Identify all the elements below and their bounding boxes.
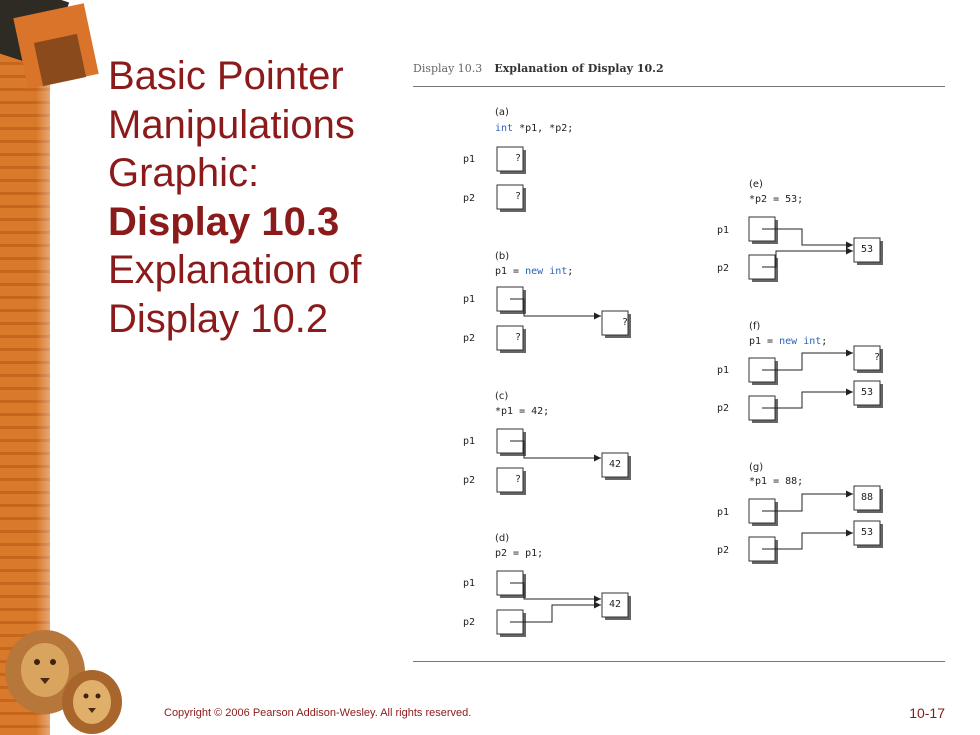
panel-c-p2-label: p2	[463, 475, 475, 486]
display-title: Explanation of Display 10.2	[494, 62, 664, 75]
panel-a-p1-value: ?	[515, 153, 521, 164]
title-line-5: Explanation of	[108, 248, 362, 292]
panel-f-target2-value: 53	[861, 387, 873, 398]
panel-g-arrow-1	[762, 490, 853, 512]
panel-e-arrow-2	[762, 247, 853, 268]
panel-f-arrow-1	[762, 349, 853, 371]
panel-c-arrow	[510, 440, 601, 462]
title-line-3: Graphic:	[108, 151, 260, 195]
panel-f-code: p1 = new int;	[749, 336, 827, 347]
panel-g: (g) *p1 = 88; p1 p2 88 53	[717, 462, 884, 565]
panel-c-code: *p1 = 42;	[495, 406, 549, 417]
panel-f-p1-label: p1	[717, 365, 729, 376]
panel-a-p2-label: p2	[463, 193, 475, 204]
panel-a-label: (a)	[495, 107, 509, 118]
panel-f-label: (f)	[749, 321, 760, 332]
side-stripe-fade	[36, 0, 76, 735]
panel-e-arrow-1	[762, 228, 853, 249]
panel-e-code: *p2 = 53;	[749, 194, 803, 205]
pointer-diagram: (a) int *p1, *p2; p1 ? p2 ? (b) p1 = new…	[463, 107, 884, 638]
display-header: Display 10.3 Explanation of Display 10.2	[413, 62, 945, 87]
panel-g-target2-value: 53	[861, 527, 873, 538]
panel-a-p2-value: ?	[515, 191, 521, 202]
panel-b-p1-label: p1	[463, 294, 475, 305]
lions-photo	[5, 630, 122, 734]
panel-c-p1-label: p1	[463, 436, 475, 447]
slide-number: 10-17	[909, 705, 945, 721]
panel-c-target-value: 42	[609, 459, 621, 470]
display-bottom-rule	[413, 661, 945, 662]
panel-e-target-value: 53	[861, 244, 873, 255]
panel-a-code: int *p1, *p2;	[495, 123, 573, 134]
panel-f-target1-value: ?	[874, 352, 880, 363]
panel-c-label: (c)	[495, 391, 508, 402]
panel-g-arrow-2	[762, 529, 853, 550]
display-number: Display 10.3	[413, 62, 483, 75]
panel-b-p2-label: p2	[463, 333, 475, 344]
copyright-footer: Copyright © 2006 Pearson Addison-Wesley.…	[164, 707, 472, 719]
panel-b-p2-value: ?	[515, 332, 521, 343]
panel-g-p2-label: p2	[717, 545, 729, 556]
panel-b-target-value: ?	[622, 317, 628, 328]
panel-b-arrow	[510, 298, 601, 320]
panel-d-p2-label: p2	[463, 617, 475, 628]
panel-f-arrow-2	[762, 388, 853, 409]
title-line-2: Manipulations	[108, 102, 355, 147]
panel-e-p2-label: p2	[717, 263, 729, 274]
panel-b: (b) p1 = new int; p1 p2 ? ?	[463, 251, 632, 354]
panel-d-code: p2 = p1;	[495, 548, 543, 559]
panel-g-label: (g)	[749, 462, 763, 473]
panel-b-code: p1 = new int;	[495, 266, 573, 277]
panel-a-p1-label: p1	[463, 154, 475, 165]
panel-g-target1-value: 88	[861, 492, 873, 503]
title-line-4: Display 10.3	[108, 199, 340, 244]
panel-c: (c) *p1 = 42; p1 p2 ? 42	[463, 391, 632, 496]
corner-squares-decoration	[0, 0, 99, 89]
slide-title: Basic Pointer Manipulations Graphic: Dis…	[108, 52, 398, 343]
panel-e-label: (e)	[749, 179, 763, 190]
panel-e-p1-label: p1	[717, 225, 729, 236]
title-line-1: Basic Pointer	[108, 54, 344, 98]
panel-d-arrow-1	[510, 582, 601, 603]
panel-b-label: (b)	[495, 251, 509, 262]
panel-d-arrow-2	[510, 601, 601, 623]
title-line-6: Display 10.2	[108, 296, 329, 341]
panel-d-label: (d)	[495, 533, 509, 544]
panel-d-p1-label: p1	[463, 578, 475, 589]
panel-d: (d) p2 = p1; p1 p2 42	[463, 533, 632, 638]
panel-d-target-value: 42	[609, 599, 621, 610]
panel-a: (a) int *p1, *p2; p1 ? p2 ?	[463, 107, 573, 213]
panel-f: (f) p1 = new int; p1 p2 ? 53	[717, 321, 884, 424]
panel-g-p1-label: p1	[717, 507, 729, 518]
panel-e: (e) *p2 = 53; p1 p2 53	[717, 179, 884, 283]
panel-g-code: *p1 = 88;	[749, 476, 803, 487]
panel-c-p2-value: ?	[515, 474, 521, 485]
panel-f-p2-label: p2	[717, 403, 729, 414]
